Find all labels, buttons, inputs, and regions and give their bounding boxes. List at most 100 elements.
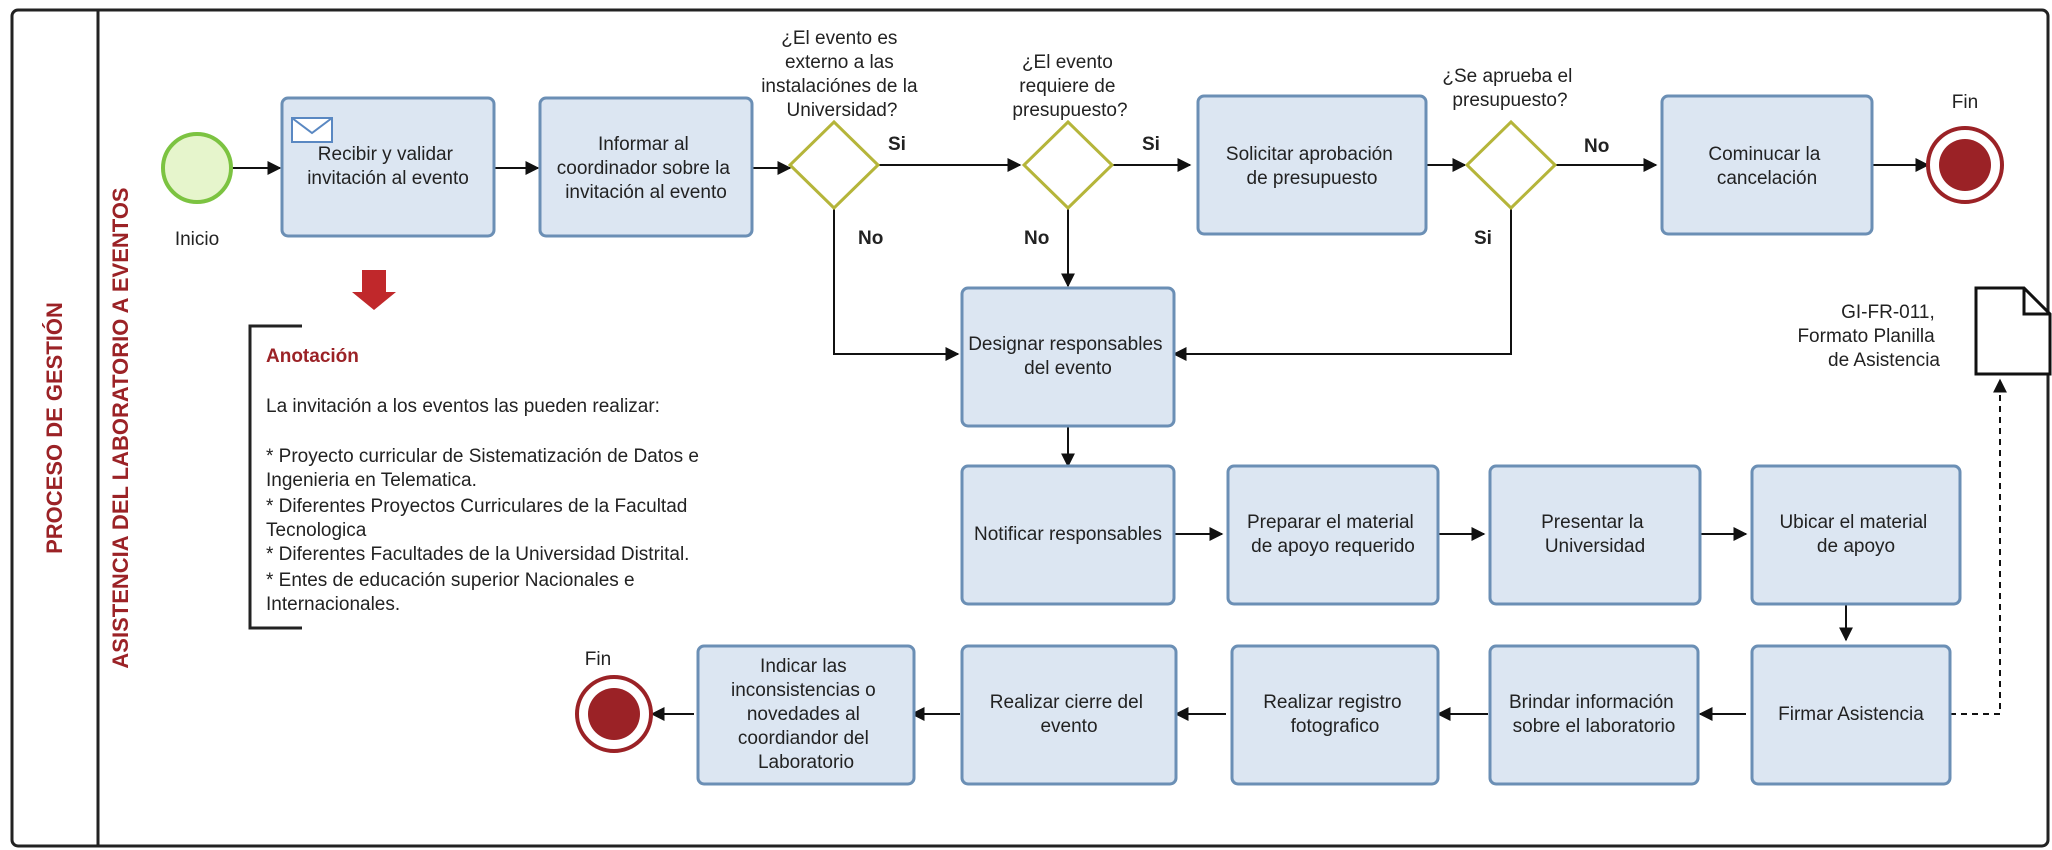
gateway-externo-line4: Universidad? <box>787 100 898 121</box>
task-registro-line2: fotografico <box>1291 716 1380 737</box>
start-event: Inicio <box>161 132 233 250</box>
task-comunicar-line2: cancelación <box>1717 168 1817 189</box>
start-event-label: Inicio <box>175 229 219 250</box>
gateway-presupuesto[interactable]: ¿El evento requiere de presupuesto? <box>1012 52 1128 211</box>
task-informar-line1: Informar al <box>598 134 689 155</box>
task-indicar[interactable]: Indicar las inconsistencias o novedades … <box>696 644 916 786</box>
svg-text:¿Se aprueba el presupues: ¿Se aprueba el presupuesto? <box>1442 66 1577 111</box>
task-comunicar[interactable]: Cominucar la cancelación <box>1660 94 1874 236</box>
task-comunicar-line1: Cominucar la <box>1708 144 1820 165</box>
svg-text:Realizar cierre del even: Realizar cierre del evento <box>990 692 1148 737</box>
task-cierre-line2: evento <box>1040 716 1097 737</box>
flow-label-aprueba-no: No <box>1584 136 1609 157</box>
svg-text:Realizar registro fotogr: Realizar registro fotografico <box>1263 692 1407 737</box>
document-label-line2: Formato Planilla <box>1797 326 1935 347</box>
task-ubicar[interactable]: Ubicar el material de apoyo <box>1750 464 1962 606</box>
flow-label-aprueba-si: Si <box>1474 228 1492 249</box>
flow-label-presupuesto-si: Si <box>1142 134 1160 155</box>
annotation-line-1: La invitación a los eventos las pueden r… <box>266 396 660 417</box>
task-indicar-line2: inconsistencias o <box>731 680 876 701</box>
task-designar-line1: Designar responsables <box>968 334 1162 355</box>
svg-text:¿El evento requiere de: ¿El evento requiere de presupuesto? <box>1012 52 1127 121</box>
down-arrow-icon <box>352 270 396 310</box>
document-icon <box>1974 286 2052 376</box>
task-brindar[interactable]: Brindar información sobre el laboratorio <box>1488 644 1700 786</box>
task-indicar-line4: coordiandor del <box>738 728 869 749</box>
gateway-presupuesto-line3: presupuesto? <box>1012 100 1127 121</box>
task-recibir-line1: Recibir y validar <box>318 144 454 165</box>
annotation-bracket <box>248 324 302 630</box>
annotation-line-3: * Proyecto curricular de Sistematización… <box>266 446 699 467</box>
task-presentar-line2: Universidad <box>1545 536 1645 557</box>
task-preparar-line1: Preparar el material <box>1247 512 1414 533</box>
task-preparar[interactable]: Preparar el material de apoyo requerido <box>1226 464 1440 606</box>
task-firmar[interactable]: Firmar Asistencia <box>1750 644 1952 786</box>
annotation-line-7: * Diferentes Facultades de la Universida… <box>266 544 689 565</box>
end-event-bottom: Fin <box>575 649 653 753</box>
annotation-line-4: Ingenieria en Telematica. <box>266 470 477 491</box>
task-cierre[interactable]: Realizar cierre del evento <box>960 644 1178 786</box>
svg-text:Preparar el material de: Preparar el material de apoyo requerido <box>1247 512 1419 557</box>
document-association <box>1950 378 2007 715</box>
svg-text:Cominucar la cancelación: Cominucar la cancelación <box>1708 144 1825 189</box>
annotation: Anotación La invitación a los eventos la… <box>248 324 704 630</box>
task-solicitar-line2: de presupuesto <box>1247 168 1378 189</box>
gateway-externo[interactable]: ¿El evento es externo a las instalacióne… <box>761 28 923 211</box>
task-brindar-line2: sobre el laboratorio <box>1513 716 1676 737</box>
annotation-line-8: * Entes de educación superior Nacionales… <box>266 570 635 591</box>
document-label-line1: GI-FR-011, <box>1841 302 1935 323</box>
annotation-line-5: * Diferentes Proyectos Curriculares de l… <box>266 496 687 517</box>
task-solicitar-line1: Solicitar aprobación <box>1226 144 1393 165</box>
end-event-bottom-label: Fin <box>585 649 611 670</box>
svg-text:La invitación a los eventos la: La invitación a los eventos las pueden r… <box>266 396 704 615</box>
gateway-externo-line2: externo a las <box>785 52 894 73</box>
task-ubicar-line1: Ubicar el material <box>1779 512 1927 533</box>
task-indicar-line5: Laboratorio <box>758 752 854 773</box>
svg-text:Recibir y validar invita: Recibir y validar invitación al evento <box>307 144 469 189</box>
task-firmar-line1: Firmar Asistencia <box>1778 704 1924 725</box>
end-event-top-label: Fin <box>1952 92 1978 113</box>
svg-text:Designar responsables de: Designar responsables del evento <box>968 334 1168 379</box>
svg-text:Indicar las inconsistenc: Indicar las inconsistencias o novedades … <box>731 656 881 773</box>
task-informar[interactable]: Informar al coordinador sobre la invitac… <box>538 96 754 238</box>
end-event-top: Fin <box>1926 92 2004 204</box>
annotation-line-9: Internacionales. <box>266 594 400 615</box>
svg-text:Brindar información sobr: Brindar información sobre el laboratorio <box>1509 692 1679 737</box>
task-ubicar-line2: de apoyo <box>1817 536 1895 557</box>
task-notificar-line1: Notificar responsables <box>974 524 1162 545</box>
task-presentar-line1: Presentar la <box>1541 512 1644 533</box>
svg-text:Informar al coordinador: Informar al coordinador sobre la invitac… <box>557 134 736 203</box>
task-recibir-line2: invitación al evento <box>307 168 469 189</box>
task-presentar[interactable]: Presentar la Universidad <box>1488 464 1702 606</box>
svg-text:Firmar Asistencia: Firmar Asistencia <box>1778 704 1924 725</box>
document-label-line3: de Asistencia <box>1828 350 1940 371</box>
gateway-aprueba[interactable]: ¿Se aprueba el presupuesto? <box>1442 66 1577 211</box>
task-registro-line1: Realizar registro <box>1263 692 1401 713</box>
task-recibir[interactable]: Recibir y validar invitación al evento <box>280 96 496 238</box>
svg-text:Ubicar el material de ap: Ubicar el material de apoyo <box>1779 512 1932 557</box>
task-brindar-line1: Brindar información <box>1509 692 1674 713</box>
task-indicar-line3: novedades al <box>747 704 860 725</box>
gateway-presupuesto-line1: ¿El evento <box>1022 52 1113 73</box>
task-informar-line3: invitación al evento <box>565 182 727 203</box>
gateway-externo-line3: instalaciónes de la <box>761 76 918 97</box>
gateway-presupuesto-line2: requiere de <box>1019 76 1115 97</box>
annotation-line-6: Tecnologica <box>266 520 367 541</box>
task-cierre-line1: Realizar cierre del <box>990 692 1143 713</box>
pool-title: PROCESO DE GESTIÓN <box>42 302 67 554</box>
svg-text:Notificar responsables: Notificar responsables <box>974 524 1162 545</box>
task-solicitar[interactable]: Solicitar aprobación de presupuesto <box>1196 94 1428 236</box>
task-designar[interactable]: Designar responsables del evento <box>960 286 1176 428</box>
annotation-title: Anotación <box>266 346 359 367</box>
task-designar-line2: del evento <box>1024 358 1112 379</box>
task-registro[interactable]: Realizar registro fotografico <box>1230 644 1440 786</box>
svg-text:Presentar la Universidad: Presentar la Universidad <box>1541 512 1649 557</box>
task-preparar-line2: de apoyo requerido <box>1251 536 1415 557</box>
task-notificar[interactable]: Notificar responsables <box>960 464 1176 606</box>
svg-text:¿El evento es externo a: ¿El evento es externo a las instalacióne… <box>761 28 923 121</box>
flow-label-externo-si: Si <box>888 134 906 155</box>
lane-title: ASISTENCIA DEL LABORATORIO A EVENTOS <box>108 187 133 668</box>
flow-label-presupuesto-no: No <box>1024 228 1049 249</box>
envelope-icon <box>291 117 333 143</box>
